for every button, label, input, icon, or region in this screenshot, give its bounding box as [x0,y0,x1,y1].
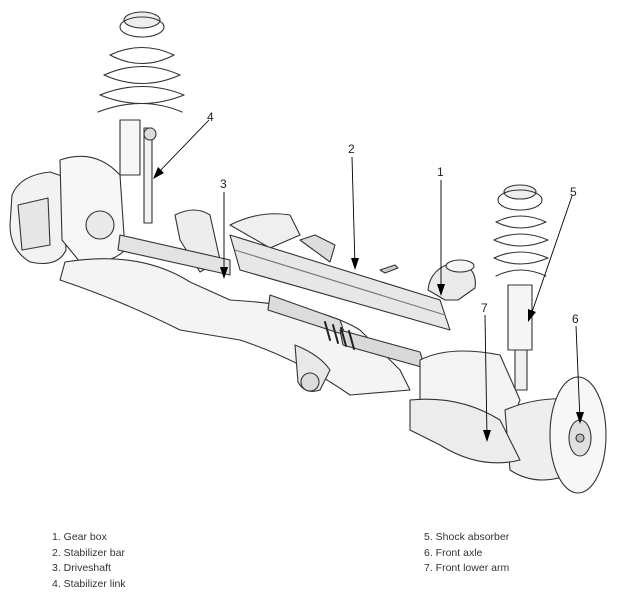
legend-item-front-axle: 6. Front axle [424,546,483,559]
front-lower-arm [409,398,521,464]
legend-item-stabilizer-link: 4. Stabilizer link [52,577,126,590]
callout-5: 5 [570,185,577,199]
callout-2: 2 [348,142,355,156]
steering-gear-box [229,234,476,331]
left-strut-assembly [97,11,185,224]
callout-6: 6 [572,312,579,326]
legend-item-driveshaft: 3. Driveshaft [52,562,111,574]
legend-item-shock-absorber: 5. Shock absorber [424,531,510,543]
suspension-diagram: 1 2 3 4 5 6 7 [9,11,607,494]
subframe [59,209,411,396]
leader-lines [155,119,581,439]
legend-item-stabilizer-bar: 2. Stabilizer bar [52,546,125,559]
callout-1: 1 [437,165,444,179]
legend-left: 1. Gear box 2. Stabilizer bar 3. Drivesh… [52,530,126,592]
callout-3: 3 [220,177,227,191]
legend-right: 5. Shock absorber 6. Front axle 7. Front… [424,530,509,577]
left-brake-assembly [9,155,126,265]
callout-7: 7 [481,301,488,315]
legend-item-gear-box: 1. Gear box [52,531,107,543]
legend-item-front-lower-arm: 7. Front lower arm [424,562,510,574]
callout-4: 4 [207,110,214,124]
leader-arrowheads [153,167,584,442]
